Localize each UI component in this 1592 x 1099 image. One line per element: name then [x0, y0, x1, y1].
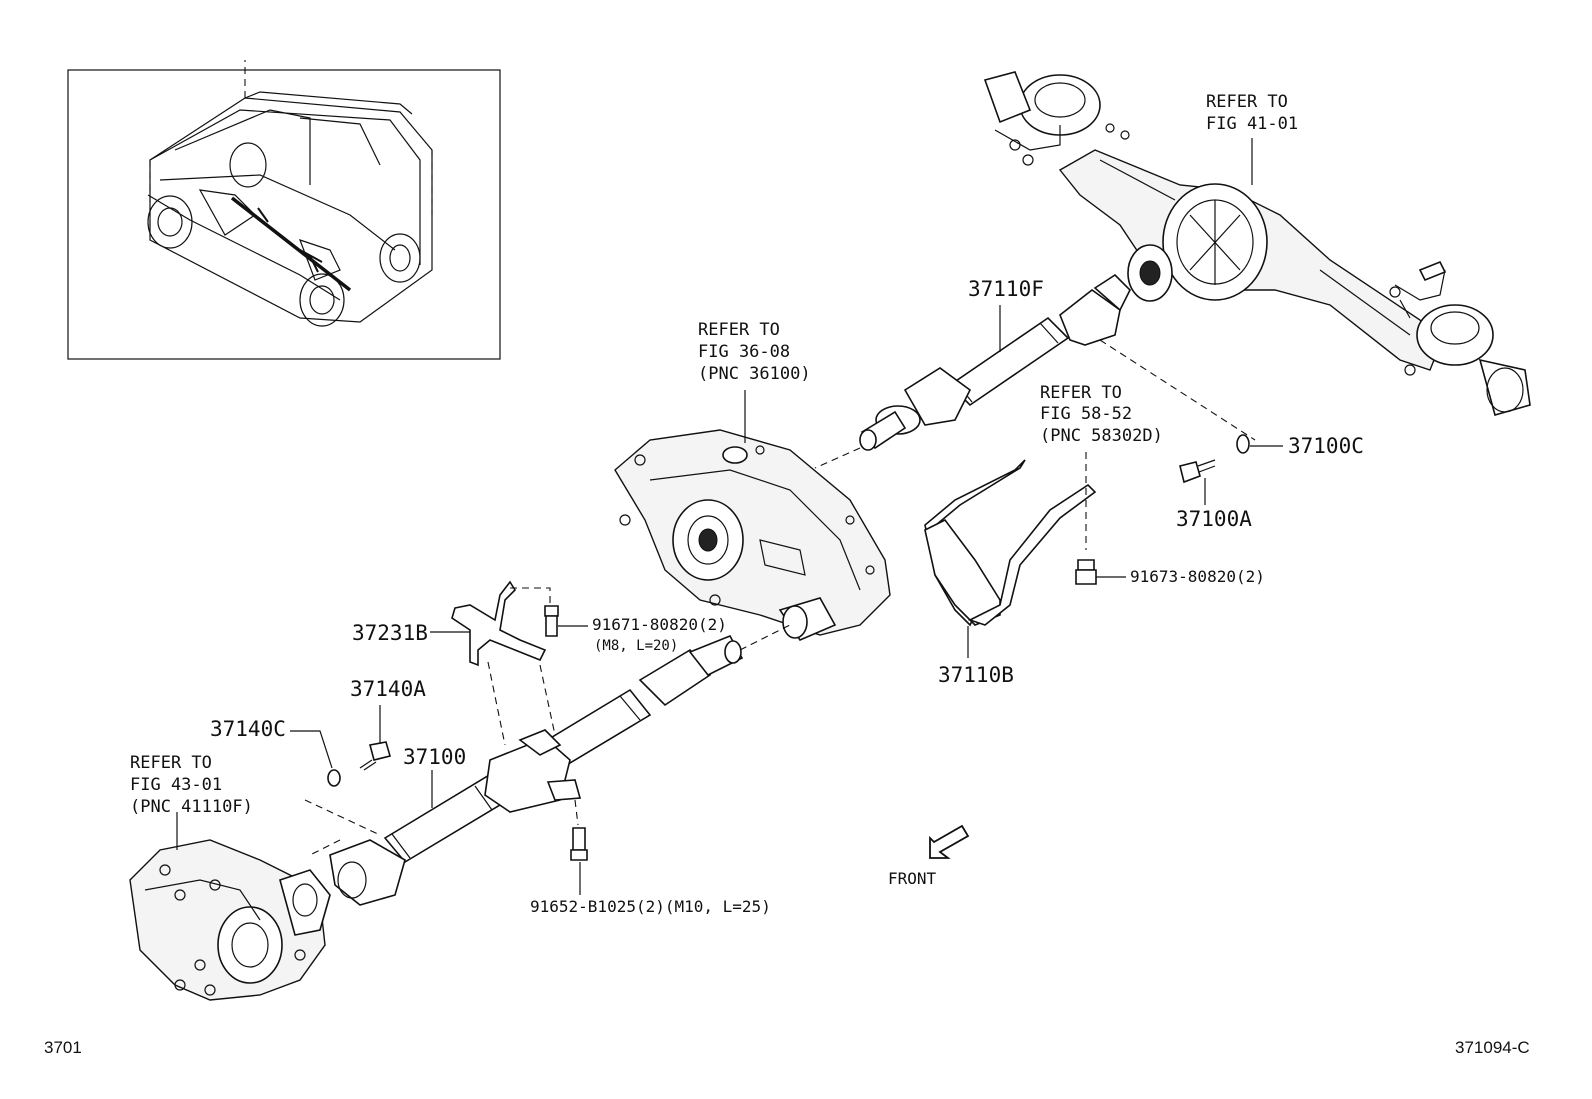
refer-front-diff-line2: FIG 43-01: [130, 775, 222, 795]
refer-rear-axle-line1: REFER TO: [1206, 92, 1288, 112]
vehicle-underbody-illustration: [147, 60, 433, 327]
part-37231B: 37231B: [352, 621, 428, 645]
refer-transfer-line3: (PNC 36100): [698, 364, 811, 384]
rear-axle-assembly: [983, 71, 1531, 416]
refer-bracket-line2: FIG 58-52: [1040, 404, 1132, 424]
part-91673: 91673-80820(2): [1130, 567, 1265, 586]
part-37110F: 37110F: [968, 277, 1044, 301]
illustration-code: 371094-C: [1455, 1038, 1530, 1057]
refer-bracket-line3: (PNC 58302D): [1040, 426, 1163, 446]
refer-front-diff-line1: REFER TO: [130, 753, 212, 773]
part-37140A: 37140A: [350, 677, 426, 701]
part-37140C: 37140C: [210, 717, 286, 741]
shaft-guard-bracket: [924, 459, 1097, 658]
refer-transfer-line2: FIG 36-08: [698, 342, 790, 362]
rear-propeller-shaft: [814, 273, 1256, 469]
front-direction-label: FRONT: [888, 869, 937, 888]
vehicle-inset: [67, 60, 501, 360]
part-37100C: 37100C: [1288, 434, 1364, 458]
nut-37100C: [1236, 434, 1283, 454]
washer-37140C: [290, 730, 341, 787]
bolt-91673: [1075, 559, 1126, 585]
part-37100A: 37100A: [1176, 507, 1252, 531]
bolt-91652: [570, 799, 588, 895]
part-91671-spec: (M8, L=20): [594, 638, 678, 654]
part-37100: 37100: [403, 745, 466, 769]
part-91652: 91652-B1025(2)(M10, L=25): [530, 897, 771, 916]
refer-rear-axle-line2: FIG 41-01: [1206, 114, 1298, 134]
arrow-down-left-icon: [929, 824, 970, 859]
bolt-37100A: [1179, 459, 1216, 505]
part-91671: 91671-80820(2): [592, 615, 727, 634]
refer-bracket-line1: REFER TO: [1040, 383, 1122, 403]
bolt-37140A: [359, 705, 391, 771]
figure-number: 3701: [44, 1038, 82, 1057]
part-37110B: 37110B: [938, 663, 1014, 687]
refer-front-diff-line3: (PNC 41110F): [130, 797, 253, 817]
transfer-case: [614, 390, 891, 641]
bolt-91671: [544, 605, 588, 637]
front-differential: [129, 812, 331, 1001]
front-propeller-shaft: [304, 624, 791, 906]
refer-transfer-line1: REFER TO: [698, 320, 780, 340]
center-bearing-bracket: [430, 580, 556, 746]
